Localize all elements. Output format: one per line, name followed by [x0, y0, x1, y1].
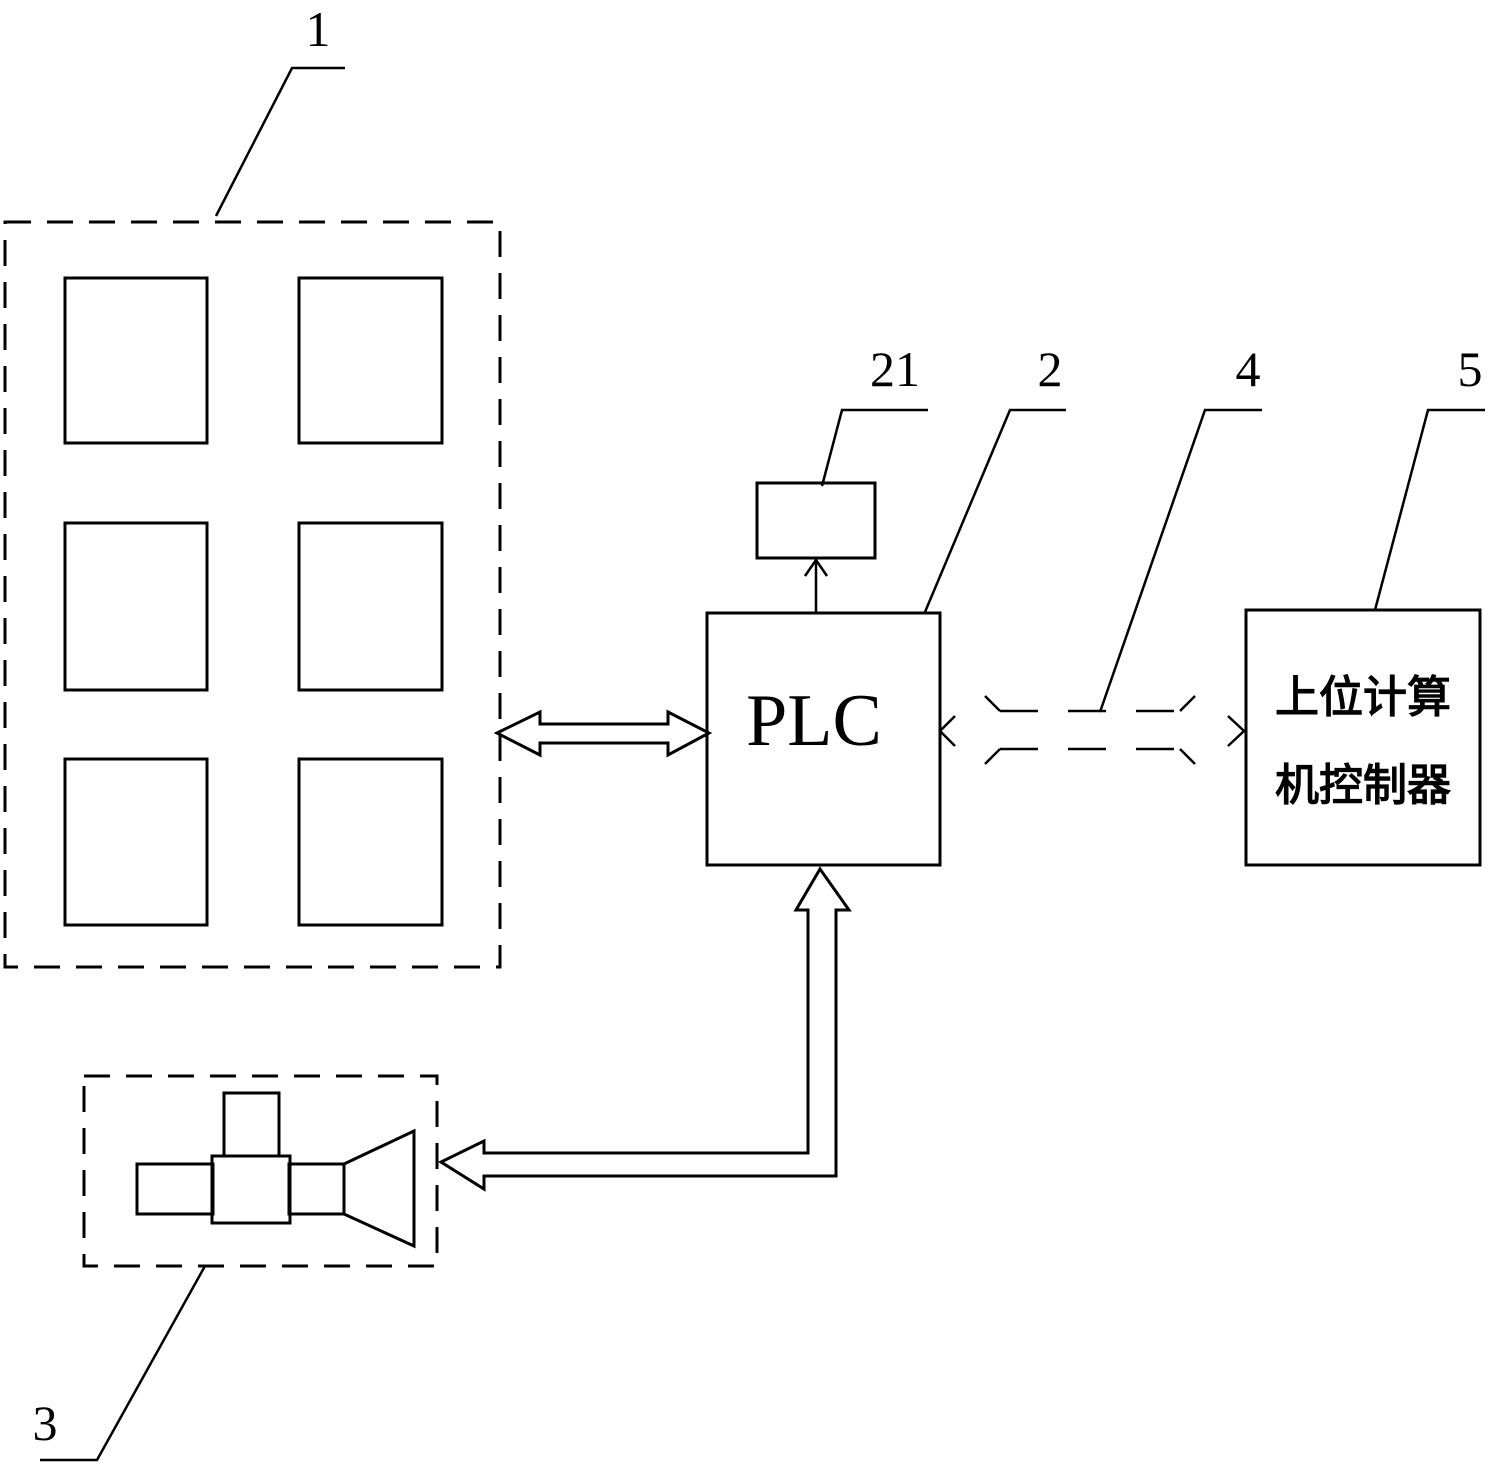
- leader-line-21: [820, 408, 928, 487]
- leader-line-3: [40, 1265, 207, 1462]
- label-4: 4: [1236, 341, 1261, 397]
- label-1: 1: [306, 1, 331, 57]
- panel-group-1: [3, 220, 502, 969]
- leader-line-1: [214, 66, 345, 217]
- panel-6: [297, 757, 444, 927]
- panel-5: [63, 757, 209, 927]
- module-21-block: [755, 481, 877, 560]
- leader-line-4: [1098, 408, 1262, 713]
- plc-label: PLC: [746, 680, 882, 762]
- left-head-top: [984, 695, 1001, 712]
- host-controller-label-line1: 上位计算: [1275, 672, 1451, 723]
- label-2: 2: [1038, 341, 1063, 397]
- camera-lens-cone: [342, 1128, 416, 1249]
- panel-group-enclosure: [3, 220, 502, 969]
- plc-block: [705, 611, 942, 867]
- camera-neck: [287, 1162, 346, 1216]
- camera-body: [210, 1154, 292, 1225]
- left-head-bottom: [984, 748, 1001, 765]
- label-21: 21: [870, 341, 920, 397]
- right-head-bottom: [1179, 748, 1196, 765]
- left-arrowhead-icon: [938, 715, 956, 747]
- label-5: 5: [1458, 341, 1483, 397]
- host-controller-label-line2: 机控制器: [1275, 760, 1452, 811]
- panel-3: [63, 521, 209, 692]
- camera-rear-block: [135, 1162, 215, 1216]
- right-arrowhead-icon: [1227, 715, 1246, 747]
- device-enclosure: [82, 1074, 439, 1268]
- leader-line-5: [1373, 408, 1485, 611]
- label-3: 3: [33, 1395, 58, 1451]
- leader-line-2: [923, 408, 1066, 613]
- right-head-top: [1179, 695, 1196, 712]
- camera-top-block: [222, 1091, 281, 1158]
- host-controller-block: [1244, 608, 1482, 867]
- arrowhead-up-icon: [803, 557, 829, 577]
- device-3: [82, 1074, 439, 1268]
- camera-device-icon: [135, 1091, 416, 1249]
- device-to-plc-arrow: [437, 866, 852, 1192]
- panel-2: [297, 276, 444, 445]
- bidirectional-arrow-group-plc: [493, 709, 713, 758]
- dashed-link-4: [938, 695, 1246, 765]
- panel-1: [63, 276, 209, 445]
- panel-4: [297, 521, 444, 692]
